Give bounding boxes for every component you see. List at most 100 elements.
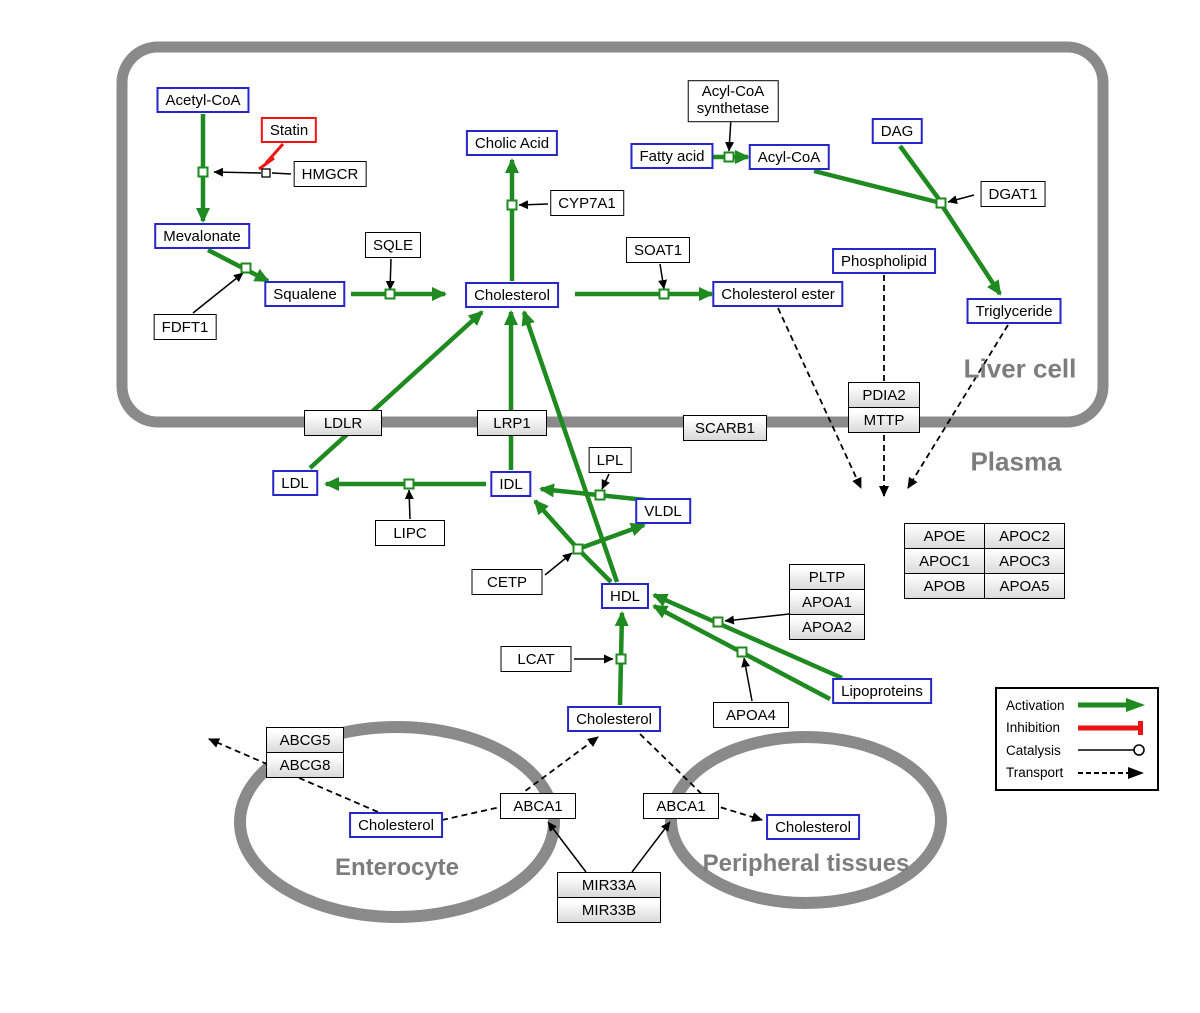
reaction-node bbox=[197, 166, 209, 178]
node-statin: Statin bbox=[260, 117, 318, 143]
apo-cell-apob: APOB bbox=[905, 574, 984, 598]
node-lpl: LPL bbox=[588, 447, 632, 473]
catalysis-soat1 bbox=[658, 263, 668, 290]
reaction-node bbox=[572, 543, 584, 555]
peripheral-tissues-membrane bbox=[665, 731, 947, 909]
node-apoa2: APOA2 bbox=[789, 614, 865, 640]
node-apoa4: APOA4 bbox=[713, 702, 789, 728]
liver-cell-membrane bbox=[116, 41, 1109, 428]
node-soat1: SOAT1 bbox=[625, 237, 691, 263]
reaction-node bbox=[658, 288, 670, 300]
reaction-node bbox=[935, 197, 947, 209]
reaction-node bbox=[240, 262, 252, 274]
node-abcg5: ABCG5 bbox=[266, 727, 344, 753]
reaction-node bbox=[384, 288, 396, 300]
node-mttp: MTTP bbox=[848, 407, 920, 433]
edge-ldl-ldlr-cholesterol bbox=[308, 310, 484, 470]
apo-cell-apoc2: APOC2 bbox=[985, 524, 1064, 548]
node-squalene: Squalene bbox=[264, 281, 346, 307]
legend-row-inhibition: Inhibition bbox=[997, 717, 1157, 740]
node-idl: IDL bbox=[490, 471, 532, 497]
catalysis-acylcoa-synthetase bbox=[725, 117, 735, 152]
catalysis-junction-square bbox=[261, 168, 271, 178]
legend-inhibition-label: Inhibition bbox=[1006, 720, 1061, 736]
legend-catalysis-label: Catalysis bbox=[1006, 742, 1061, 758]
reaction-node bbox=[403, 478, 415, 490]
node-dag: DAG bbox=[871, 118, 923, 144]
catalysis-edges bbox=[192, 117, 975, 873]
node-pltp: PLTP bbox=[789, 564, 865, 590]
catalysis-lpl bbox=[601, 473, 610, 490]
activation-arrow-icon bbox=[1078, 698, 1145, 713]
catalysis-lipc bbox=[404, 489, 414, 520]
node-cholesterol-ester: Cholesterol ester bbox=[712, 281, 844, 307]
legend-row-catalysis: Catalysis bbox=[997, 739, 1157, 762]
reaction-node bbox=[723, 151, 735, 163]
transport-triglyceride-to-plasma bbox=[907, 324, 1009, 489]
reaction-node bbox=[736, 646, 748, 658]
enterocyte-label: Enterocyte bbox=[334, 854, 460, 881]
catalysis-cetp bbox=[544, 552, 573, 576]
node-cholesterol-enterocyte: Cholesterol bbox=[349, 812, 443, 838]
node-lcat: LCAT bbox=[500, 646, 572, 672]
node-fdft1: FDFT1 bbox=[153, 314, 217, 340]
node-abcg8: ABCG8 bbox=[266, 752, 344, 778]
node-hmgcr: HMGCR bbox=[293, 161, 367, 187]
node-triglyceride: Triglyceride bbox=[966, 298, 1062, 324]
node-lipoproteins: Lipoproteins bbox=[832, 678, 932, 704]
node-abca1-left: ABCA1 bbox=[500, 793, 576, 819]
apo-cell-apoe: APOE bbox=[905, 524, 984, 548]
edge-acylcoa-dgat-node bbox=[813, 168, 942, 206]
peripheral-tissues-label: Peripheral tissues bbox=[702, 850, 910, 877]
catalysis-apoa4 bbox=[741, 657, 753, 702]
edge-vldl-idl bbox=[539, 483, 647, 503]
node-phospholipid: Phospholipid bbox=[832, 248, 936, 274]
reaction-node bbox=[594, 489, 606, 501]
catalysis-dgat1 bbox=[947, 194, 975, 205]
node-acyl-coa: Acyl-CoA bbox=[748, 144, 830, 170]
node-cholesterol-peripheral: Cholesterol bbox=[766, 814, 860, 840]
catalysis-sqle bbox=[385, 258, 395, 291]
edge-mevalonate-squalene bbox=[206, 248, 270, 283]
legend: Activation Inhibition Catalysis Transpor… bbox=[995, 687, 1159, 791]
edge-dag-dgat-node bbox=[898, 144, 943, 204]
apo-cell-apoc3: APOC3 bbox=[985, 549, 1064, 573]
node-ldlr: LDLR bbox=[304, 410, 382, 436]
legend-activation-label: Activation bbox=[1006, 697, 1065, 713]
node-cyp7a1: CYP7A1 bbox=[550, 190, 624, 216]
node-abca1-right: ABCA1 bbox=[643, 793, 719, 819]
activation-edges bbox=[196, 114, 1002, 706]
legend-transport-label: Transport bbox=[1006, 765, 1064, 781]
node-ldl: LDL bbox=[272, 470, 318, 496]
inhibition-statin-tbar bbox=[258, 156, 275, 171]
node-cetp: CETP bbox=[471, 569, 543, 595]
acyl-coa-synthetase-line2: synthetase bbox=[696, 100, 770, 117]
legend-row-activation: Activation bbox=[997, 694, 1157, 717]
transport-dashed-arrow-icon bbox=[1078, 766, 1144, 779]
inhibition-statin-hmgcr bbox=[264, 142, 285, 165]
edge-cetp-node-idl bbox=[533, 499, 580, 551]
apo-cell-apoc1: APOC1 bbox=[905, 549, 984, 573]
node-hdl: HDL bbox=[600, 583, 650, 609]
acyl-coa-synthetase-line1: Acyl-CoA bbox=[701, 83, 765, 101]
reaction-node bbox=[712, 616, 724, 628]
node-fatty-acid: Fatty acid bbox=[630, 143, 714, 169]
node-vldl: VLDL bbox=[635, 498, 691, 524]
legend-row-transport: Transport bbox=[997, 762, 1157, 785]
edge-hdl-cholesterol-uptake bbox=[521, 310, 620, 583]
edge-lipoproteins-hdl-upper bbox=[652, 592, 843, 681]
node-mir33b: MIR33B bbox=[557, 897, 661, 923]
node-scarb1: SCARB1 bbox=[683, 415, 767, 441]
liver-cell-label: Liver cell bbox=[963, 353, 1077, 384]
edge-dgat-node-triglyceride bbox=[939, 202, 1002, 296]
inhibition-edges bbox=[258, 142, 285, 171]
reaction-nodes bbox=[197, 151, 947, 665]
node-cholesterol-plasma: Cholesterol bbox=[567, 706, 661, 732]
catalysis-hmgcr-node bbox=[213, 167, 262, 177]
node-acetyl-coa: Acetyl-CoA bbox=[156, 87, 250, 113]
apolipoprotein-table: APOE APOC2 APOC1 APOC3 APOB APOA5 bbox=[904, 523, 1065, 599]
node-mir33a: MIR33A bbox=[557, 872, 661, 898]
node-cholic-acid: Cholic Acid bbox=[465, 130, 559, 156]
